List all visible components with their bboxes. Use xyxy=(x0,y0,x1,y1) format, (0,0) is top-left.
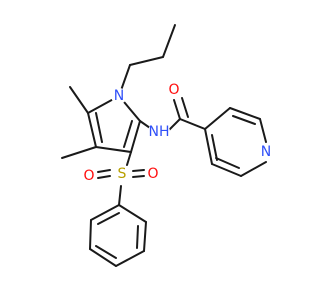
atom-o-sulfonyl-1: O xyxy=(81,168,97,184)
bond-py-c5-c4 xyxy=(204,128,213,165)
bond-c5-c4-double xyxy=(95,112,103,143)
bond-s-o2-b xyxy=(132,175,145,178)
bond-propyl-1-2 xyxy=(129,56,164,66)
bond-propyl-2-3 xyxy=(162,24,176,58)
svg-text:N: N xyxy=(114,88,124,104)
bond-ph-4-5 xyxy=(89,248,117,267)
svg-text:N: N xyxy=(261,144,271,160)
atom-n1: N xyxy=(111,88,127,104)
bond-ph-6-1-double xyxy=(97,212,120,225)
bond-py-c3-c2-double xyxy=(232,115,256,125)
bond-ph-5-6 xyxy=(89,219,92,250)
bond-carbonyl-o-1 xyxy=(173,99,181,120)
molecule-diagram: N NH O N S O O xyxy=(61,24,274,267)
bond-s-o2-a xyxy=(132,169,145,172)
bond-c3-c2-double xyxy=(123,120,133,148)
svg-text:NH: NH xyxy=(149,124,170,140)
atom-n-pyridine: N xyxy=(258,144,274,160)
atom-s: S xyxy=(114,166,130,182)
svg-text:O: O xyxy=(168,82,179,98)
bond-c4-c3 xyxy=(95,146,132,153)
atom-nh: NH xyxy=(148,121,170,143)
bond-ph-2-3-double xyxy=(136,225,139,249)
bond-py-c6-c5-double xyxy=(215,157,240,169)
bond-nh-carbonyl xyxy=(167,118,181,132)
atom-o-sulfonyl-2: O xyxy=(145,166,161,182)
bond-c3-c2 xyxy=(130,120,141,153)
bond-carbonyl-o-2 xyxy=(181,97,189,118)
bond-ph-3-4 xyxy=(115,250,145,267)
bond-c4-methyl xyxy=(61,146,97,159)
bond-py-c5-c4-double xyxy=(211,134,218,161)
bond-py-c2-n xyxy=(259,118,267,143)
bond-ph-4-5-double xyxy=(95,245,117,259)
atom-o-amide: O xyxy=(166,82,182,98)
bond-py-c3-c2 xyxy=(229,107,261,120)
bond-s-o1-b xyxy=(97,175,111,179)
bond-c2-nh xyxy=(139,120,151,129)
bond-carbonyl-pyridine xyxy=(179,118,206,130)
bond-s-phenyl xyxy=(118,185,122,206)
svg-text:O: O xyxy=(147,166,158,182)
bond-py-c6-c5 xyxy=(211,163,242,177)
bond-c3-s xyxy=(126,151,132,166)
bond-s-o1-a xyxy=(97,169,111,173)
bond-ph-2-3 xyxy=(143,221,147,252)
bond-c5-methyl xyxy=(69,86,89,114)
bond-ph-6-1 xyxy=(90,204,120,221)
svg-text:S: S xyxy=(118,166,127,182)
bond-py-c4-c3 xyxy=(204,107,231,130)
bond-ph-1-2 xyxy=(118,204,147,223)
molecule-structure: N NH O N S O O xyxy=(61,24,274,267)
svg-text:O: O xyxy=(83,168,94,184)
bond-c5-c4 xyxy=(87,112,97,148)
bond-py-n-c6 xyxy=(240,161,267,177)
